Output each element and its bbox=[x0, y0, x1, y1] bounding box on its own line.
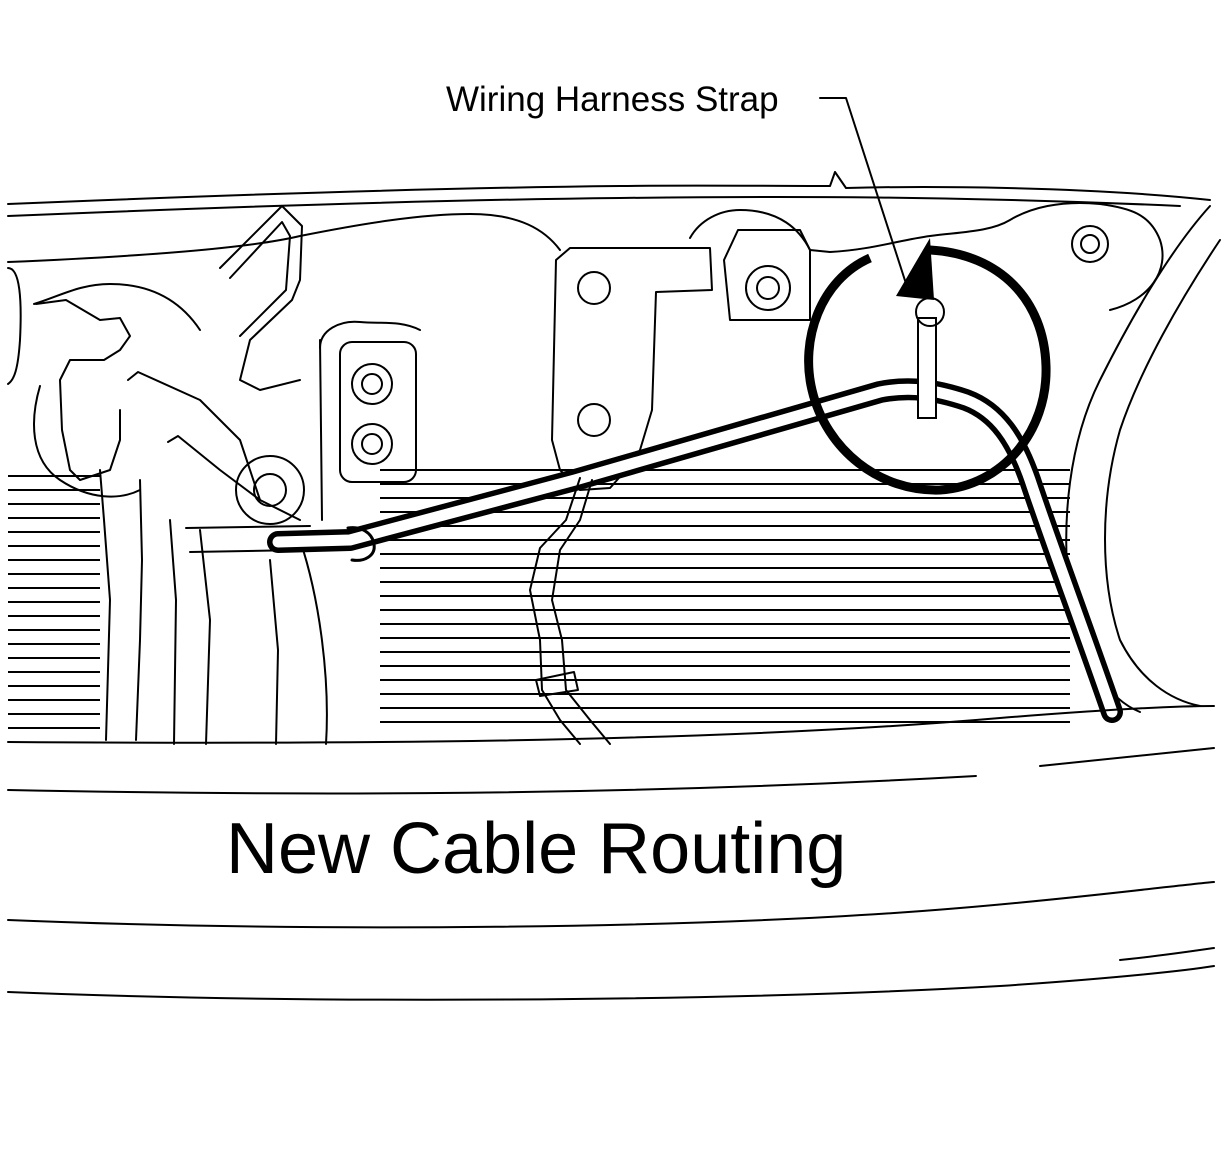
wiring-harness-strap bbox=[915, 297, 945, 419]
wiring-harness bbox=[529, 477, 611, 745]
bumper-fascia bbox=[7, 705, 1215, 1001]
radiator-support-panel bbox=[7, 171, 1221, 713]
callout-leader-line bbox=[819, 97, 911, 297]
hood-release-cable bbox=[267, 378, 1123, 723]
hood-latch-assembly bbox=[7, 205, 421, 745]
latch-bolt-bracket bbox=[339, 341, 417, 483]
wiring-harness-strap-label: Wiring Harness Strap bbox=[446, 80, 779, 119]
diagram-caption: New Cable Routing bbox=[226, 809, 847, 889]
upper-bolts bbox=[723, 225, 1109, 321]
